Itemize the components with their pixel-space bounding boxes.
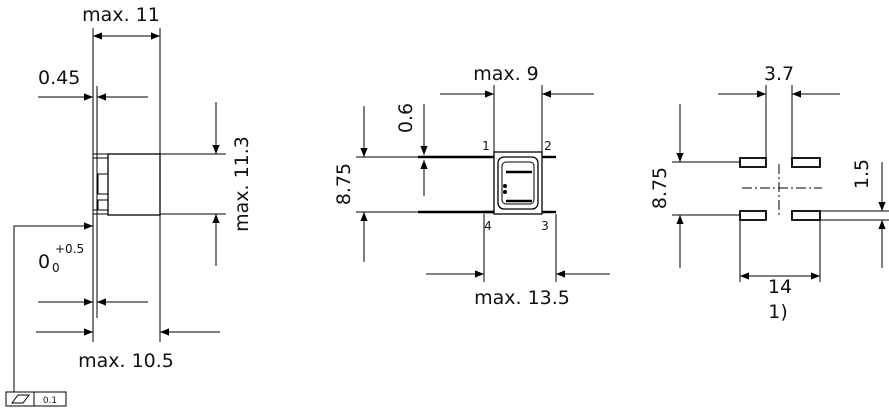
label-8-75-middle: 8.75: [333, 163, 355, 205]
tolerance-value: 0.1: [43, 396, 57, 406]
label-zero: 0: [38, 251, 50, 273]
pin-1-label: 1: [482, 139, 490, 153]
label-max-13-5: max. 13.5: [474, 287, 570, 309]
label-3-7: 3.7: [764, 63, 794, 85]
label-max-10-5: max. 10.5: [78, 350, 174, 372]
component-body: [107, 153, 161, 216]
label-max-11-3: max. 11.3: [231, 136, 253, 232]
pin-3-label: 3: [541, 219, 549, 233]
label-0-6: 0.6: [395, 103, 417, 133]
terminal-top: [93, 153, 108, 159]
label-zero-sub: 0: [52, 261, 60, 275]
top-inner-outline: [497, 156, 539, 210]
side-view: max. 11 0.45 max. 11.3 0 0 +0.5 max. 10.…: [5, 4, 253, 407]
label-14: 14: [768, 276, 792, 298]
flatness-leader: [13, 222, 93, 392]
label-0-45: 0.45: [38, 67, 80, 89]
label-max-9: max. 9: [473, 63, 539, 85]
footprint-view: 3.7 8.75 1.5 14 1): [649, 63, 889, 323]
pad-bottom-left: [739, 210, 767, 221]
pad-top-right: [791, 157, 821, 168]
flatness-icon: [11, 394, 30, 404]
side-notch-lower: [97, 199, 109, 211]
terminal-bottom: [93, 209, 108, 215]
label-1-5: 1.5: [851, 159, 873, 189]
label-8-75-right: 8.75: [649, 167, 671, 209]
pin-4-label: 4: [484, 219, 492, 233]
tolerance-frame: [5, 391, 67, 407]
footnote-marker: 1): [768, 301, 788, 323]
top-body: [493, 151, 543, 215]
pin-2-label: 2: [544, 139, 552, 153]
side-notch: [97, 173, 109, 195]
label-max-11: max. 11: [82, 4, 160, 26]
pad-bottom-right: [791, 210, 821, 221]
label-zero-sup: +0.5: [55, 242, 84, 256]
pad-top-left: [739, 157, 767, 168]
top-view: max. 9 0.6 8.75 1 2 3 4 max. 13.5: [333, 63, 610, 309]
